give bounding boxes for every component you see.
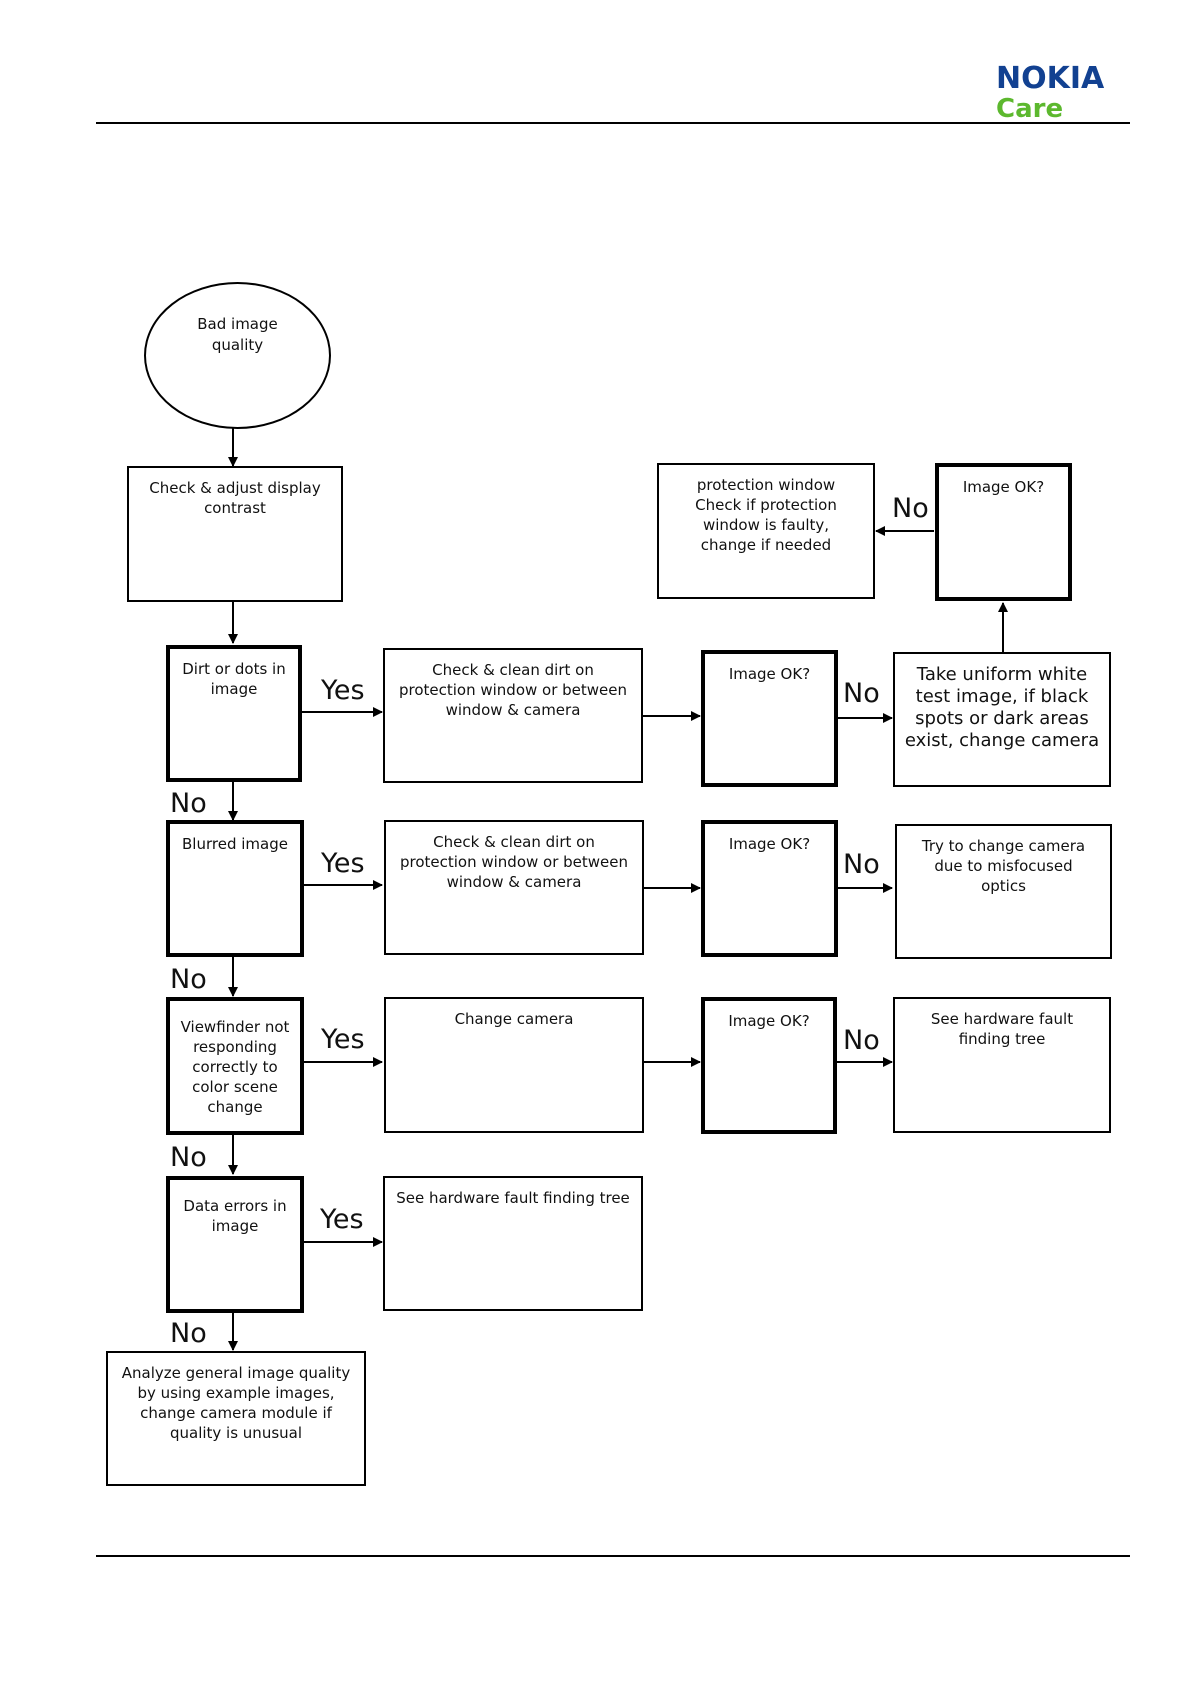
data-errors-box: Data errors in image	[166, 1176, 304, 1313]
label-no-ok2: No	[843, 849, 880, 880]
header-rule	[96, 122, 1130, 124]
clean-dirt-text-1: Check & clean dirt on protection window …	[398, 661, 628, 719]
nokia-care-logo: NOKIA Care	[996, 61, 1130, 125]
dirt-dots-box: Dirt or dots in image	[166, 645, 302, 782]
label-yes-viewfinder: Yes	[321, 1024, 365, 1055]
label-yes-data: Yes	[320, 1204, 364, 1235]
image-ok-box-3: Image OK?	[701, 997, 837, 1134]
label-no-dirt: No	[170, 788, 207, 819]
start-oval: Bad image quality	[144, 282, 331, 429]
clean-dirt-text-2: Check & clean dirt on protection window …	[399, 833, 629, 891]
data-errors-text: Data errors in image	[183, 1197, 287, 1235]
clean-dirt-box-1: Check & clean dirt on protection window …	[383, 648, 643, 783]
viewfinder-box: Viewfinder not responding correctly to c…	[166, 997, 304, 1135]
misfocused-box: Try to change camera due to misfocused o…	[895, 824, 1112, 959]
image-ok-text-top: Image OK?	[962, 478, 1045, 496]
label-yes-dirt: Yes	[321, 675, 365, 706]
protection-window-box: protection window Check if protection wi…	[657, 463, 875, 599]
logo-nokia-text: NOKIA	[996, 61, 1105, 96]
uniform-white-text: Take uniform white test image, if black …	[904, 664, 1100, 751]
image-ok-text-1: Image OK?	[728, 665, 811, 683]
blurred-text: Blurred image	[182, 835, 288, 853]
label-no-viewfinder: No	[170, 1142, 207, 1173]
hw-tree-box-2: See hardware fault finding tree	[383, 1176, 643, 1311]
blurred-box: Blurred image	[166, 820, 304, 957]
image-ok-text-3: Image OK?	[728, 1012, 810, 1030]
label-no-top: No	[892, 493, 929, 524]
start-text: Bad image quality	[197, 315, 278, 354]
label-no-ok1: No	[843, 678, 880, 709]
label-no-data: No	[170, 1318, 207, 1349]
hw-tree-text-1: See hardware fault finding tree	[930, 1010, 1074, 1048]
image-ok-box-2: Image OK?	[701, 820, 838, 957]
hw-tree-box-1: See hardware fault finding tree	[893, 997, 1111, 1133]
label-yes-blurred: Yes	[321, 848, 365, 879]
change-camera-box: Change camera	[384, 997, 644, 1133]
label-no-ok3: No	[843, 1025, 880, 1056]
clean-dirt-box-2: Check & clean dirt on protection window …	[384, 820, 644, 955]
image-ok-box-top: Image OK?	[935, 463, 1072, 601]
image-ok-text-2: Image OK?	[728, 835, 811, 853]
viewfinder-text: Viewfinder not responding correctly to c…	[180, 1018, 290, 1116]
image-ok-box-1: Image OK?	[701, 650, 838, 787]
check-contrast-box: Check & adjust display contrast	[127, 466, 343, 602]
label-no-blurred: No	[170, 964, 207, 995]
change-camera-text: Change camera	[454, 1010, 574, 1028]
analyze-text: Analyze general image quality by using e…	[121, 1364, 351, 1442]
check-contrast-text: Check & adjust display contrast	[149, 479, 321, 517]
hw-tree-text-2: See hardware fault finding tree	[396, 1189, 630, 1207]
analyze-box: Analyze general image quality by using e…	[106, 1351, 366, 1486]
footer-rule	[96, 1555, 1130, 1557]
protection-window-text: protection window Check if protection wi…	[695, 476, 837, 554]
misfocused-text: Try to change camera due to misfocused o…	[921, 837, 1086, 895]
dirt-dots-text: Dirt or dots in image	[182, 660, 286, 698]
uniform-white-box: Take uniform white test image, if black …	[893, 652, 1111, 787]
logo-care-text: Care	[996, 94, 1064, 124]
